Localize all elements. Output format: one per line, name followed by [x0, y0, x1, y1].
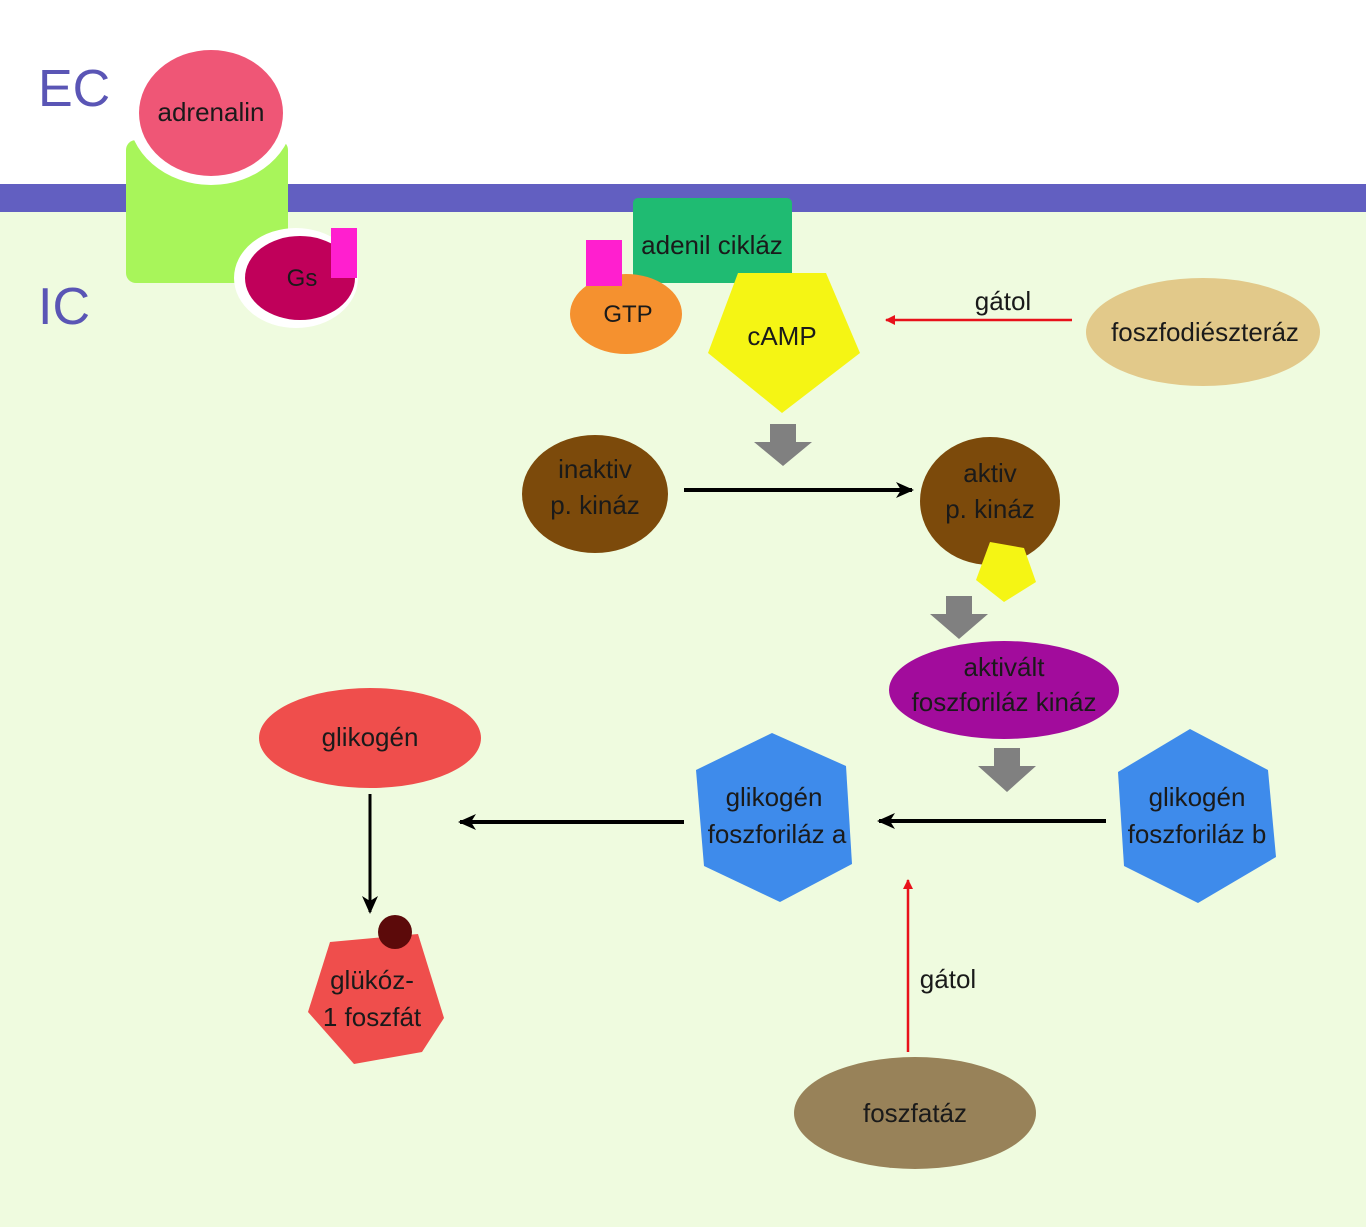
- step-arrow-2: [930, 596, 988, 639]
- g1p-line2: 1 foszfát: [323, 1002, 422, 1032]
- inaktiv-p-kinaz-line2: p. kináz: [550, 490, 640, 520]
- foszforilaz-b-line2: foszforiláz b: [1128, 819, 1267, 849]
- foszforilaz-a-line1: glikogén: [726, 782, 823, 812]
- gtp-tag: [586, 240, 622, 286]
- step-arrow-1: [754, 424, 812, 466]
- phosphatase-inhibition-arrow: gátol: [903, 879, 976, 1052]
- aktiv-p-kinaz-line1: aktiv: [963, 458, 1016, 488]
- adrenalin-label: adrenalin: [158, 97, 265, 127]
- gtp-label: GTP: [603, 301, 652, 328]
- step-arrow-3: [978, 748, 1036, 792]
- camp-molecule: cAMP: [708, 273, 860, 413]
- adenil-ciklaz: adenil cikláz: [633, 198, 792, 283]
- gs-label: Gs: [287, 265, 318, 292]
- inaktiv-p-kinaz-line1: inaktiv: [558, 454, 632, 484]
- aktiv-p-kinaz-line2: p. kináz: [945, 494, 1035, 524]
- glikogen-label: glikogén: [322, 722, 419, 752]
- inaktiv-p-kinaz: inaktiv p. kináz: [522, 435, 668, 553]
- adrenalin-molecule: adrenalin: [128, 41, 294, 185]
- pde-inhibition-arrow: gátol: [885, 286, 1072, 325]
- ec-label: EC: [38, 60, 110, 118]
- glukoz-1-foszfat: glükóz- 1 foszfát: [308, 915, 444, 1064]
- glikogen-foszforilaz-b: glikogén foszforiláz b: [1118, 729, 1276, 903]
- aktivalt-foszforilaz-kinaz: aktivált foszforiláz kináz: [889, 641, 1119, 739]
- foszforilaz-a-line2: foszforiláz a: [708, 819, 847, 849]
- foszforilaz-kinaz-line2: foszforiláz kináz: [912, 687, 1097, 717]
- gtp-molecule: GTP: [570, 240, 682, 354]
- phosphatase-inhibit-label: gátol: [920, 964, 976, 994]
- adenil-ciklaz-label: adenil cikláz: [641, 230, 783, 260]
- foszfodiészteráz-enzyme: foszfodiészteráz: [1086, 278, 1320, 386]
- foszfodiészteráz-label: foszfodiészteráz: [1111, 317, 1299, 347]
- bound-camp: [976, 542, 1036, 602]
- glikogen-molecule: glikogén: [259, 688, 481, 788]
- ic-label: IC: [38, 278, 90, 336]
- foszfataz-label: foszfatáz: [863, 1098, 967, 1128]
- glikogen-foszforilaz-a: glikogén foszforiláz a: [696, 733, 852, 902]
- camp-label: cAMP: [747, 321, 816, 351]
- foszfataz-enzyme: foszfatáz: [794, 1057, 1036, 1169]
- aktiv-p-kinaz: aktiv p. kináz: [920, 437, 1060, 602]
- pde-inhibit-label: gátol: [975, 286, 1031, 316]
- foszforilaz-b-line1: glikogén: [1149, 782, 1246, 812]
- gs-tag: [331, 228, 357, 278]
- gs-protein: Gs: [234, 228, 358, 328]
- phosphate-dot: [378, 915, 412, 949]
- g1p-line1: glükóz-: [330, 965, 414, 995]
- foszforilaz-kinaz-line1: aktivált: [964, 652, 1046, 682]
